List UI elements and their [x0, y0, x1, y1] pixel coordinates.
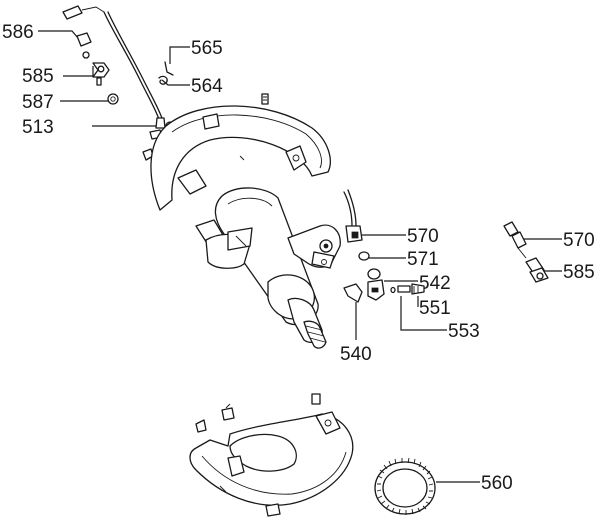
switch-parts [343, 189, 425, 303]
nut-587 [107, 93, 119, 105]
label-553: 553 [448, 321, 480, 342]
label-587: 587 [22, 92, 54, 113]
clamp-585-top [92, 62, 110, 86]
right-connector-parts [503, 221, 549, 283]
label-585-top: 585 [22, 66, 54, 87]
label-540: 540 [340, 344, 372, 365]
label-560: 560 [481, 473, 513, 494]
label-551: 551 [419, 298, 451, 319]
label-513: 513 [22, 117, 54, 138]
label-586: 586 [2, 22, 34, 43]
label-564: 564 [191, 76, 223, 97]
label-585-right: 585 [563, 262, 595, 283]
label-565: 565 [191, 38, 223, 59]
label-571: 571 [407, 249, 439, 270]
lower-guard [189, 393, 354, 517]
label-542: 542 [419, 273, 451, 294]
upper-guard [150, 105, 331, 211]
label-570-right: 570 [563, 230, 595, 251]
cable-assembly [62, 5, 174, 140]
ring-560 [374, 457, 436, 515]
label-570-mid: 570 [407, 226, 439, 247]
leader-lines [38, 30, 562, 483]
gear-housing [195, 187, 341, 349]
